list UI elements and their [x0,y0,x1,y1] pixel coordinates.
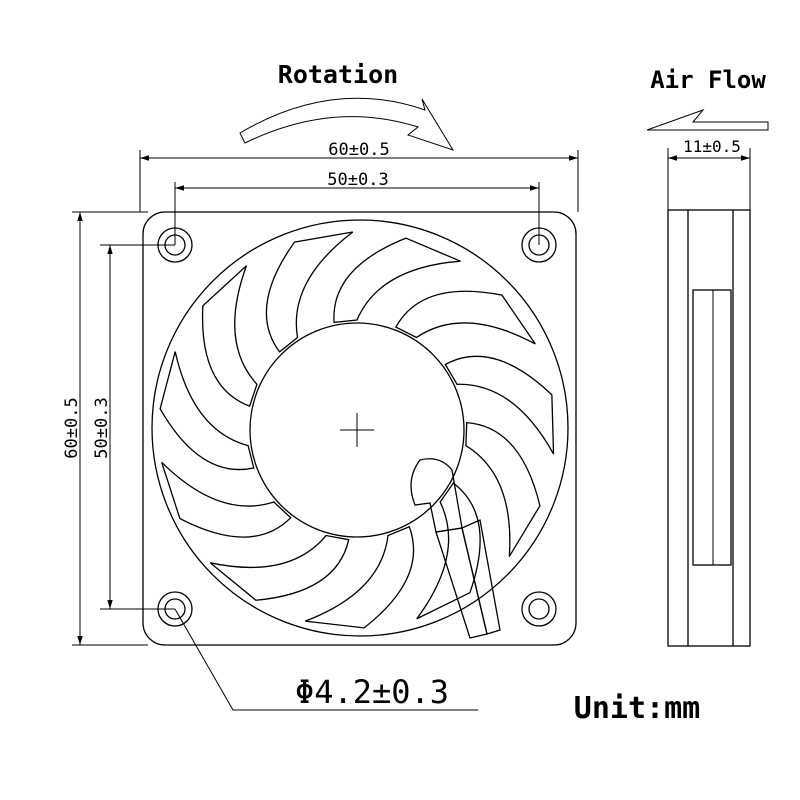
fan-blade [444,355,555,455]
rotation-arrow-icon [239,97,455,151]
fan-frame [142,211,577,646]
fan-blade [265,231,354,353]
hole-spacing-height-dimension: 50±0.3 [92,244,175,610]
fan-blade [161,461,292,538]
fan-blade [465,421,541,557]
fan-blade [416,482,481,620]
thickness-label: 11±0.5 [683,137,741,156]
unit-label: Unit:mm [574,691,700,726]
fan-blade [159,351,255,471]
fan-blade [394,290,536,345]
overall-width-dimension: 60±0.5 [139,140,579,212]
fan-blade [305,525,415,629]
overall-height-label: 60±0.5 [62,397,82,458]
fan-blade [201,265,258,408]
overall-width-label: 60±0.5 [328,140,389,160]
air-flow-arrow-icon [646,108,769,131]
hole-spacing-width-label: 50±0.3 [327,170,388,190]
hole-spacing-width-dimension: 50±0.3 [174,170,540,245]
fan-side-view [667,209,751,647]
mounting-holes [157,227,557,627]
overall-height-dimension: 60±0.5 [62,211,148,646]
hole-diameter-label: Φ4.2±0.3 [295,673,449,711]
mounting-hole-bottom-left [157,591,193,627]
cable-channel [410,458,501,639]
fan-blade [209,534,350,601]
fan-blades [159,231,555,629]
thickness-dimension: 11±0.5 [667,137,751,210]
hole-spacing-height-label: 50±0.3 [92,397,112,458]
rotation-label: Rotation [278,60,398,89]
mounting-hole-bottom-right [521,591,557,627]
fan-hub [249,322,465,538]
hole-diameter-callout: Φ4.2±0.3 [174,608,478,711]
mounting-hole-top-right [521,227,557,263]
mounting-hole-top-left [157,227,193,263]
fan-blade [333,237,461,324]
air-flow-label: Air Flow [650,66,766,94]
